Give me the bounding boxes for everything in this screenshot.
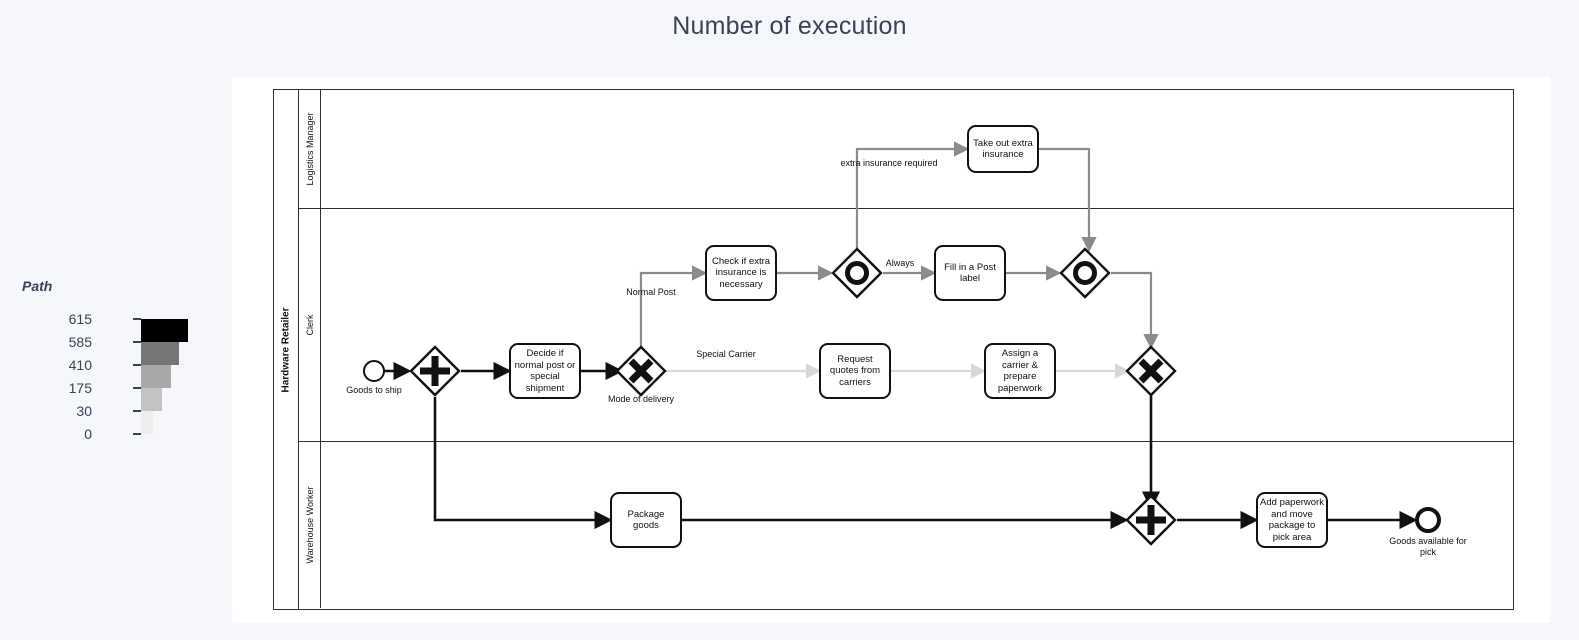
legend-swatch xyxy=(141,342,179,365)
legend-scale: 615 585 410 175 30 0 xyxy=(22,308,202,442)
task-check-insurance[interactable]: Check if extra insurance is necessary xyxy=(705,245,777,301)
legend-row: 410 xyxy=(22,357,202,388)
legend-tick-mark xyxy=(133,410,141,412)
legend-tick-mark xyxy=(133,364,141,366)
task-decide-shipment[interactable]: Decide if normal post or special shipmen… xyxy=(509,343,581,399)
legend-tick-mark xyxy=(133,433,141,435)
sequence-flows xyxy=(384,141,1418,530)
legend-swatch xyxy=(141,388,162,411)
task-package-goods[interactable]: Package goods xyxy=(610,492,682,548)
lane-header: Logistics Manager xyxy=(299,90,321,208)
legend-tick-mark xyxy=(133,387,141,389)
gateway-exclusive-join[interactable] xyxy=(1125,345,1177,397)
lane-divider xyxy=(299,441,1513,443)
legend-swatch xyxy=(141,319,188,342)
gateway-parallel-join[interactable] xyxy=(1125,494,1177,546)
legend: Path 615 585 410 175 30 0 xyxy=(22,278,202,442)
gateway-event-based-2[interactable] xyxy=(1059,247,1111,299)
legend-tick-mark xyxy=(133,341,141,343)
legend-tick-label: 585 xyxy=(68,334,92,350)
gateway-parallel-split[interactable] xyxy=(409,345,461,397)
legend-tick-label: 410 xyxy=(68,357,92,373)
start-event[interactable] xyxy=(363,360,385,382)
gateway-event-based-1[interactable] xyxy=(831,247,883,299)
legend-tick-mark xyxy=(133,318,141,320)
task-take-out-insurance[interactable]: Take out extra insurance xyxy=(967,125,1039,173)
gateway-mode-of-delivery-label: Mode of delivery xyxy=(607,394,675,404)
flow-label-special-carrier: Special Carrier xyxy=(696,349,756,359)
pool-hardware-retailer: Hardware Retailer Logistics Manager Cler… xyxy=(273,89,1514,610)
legend-swatch xyxy=(141,411,153,434)
legend-tick-label: 615 xyxy=(68,311,92,327)
task-fill-post-label[interactable]: Fill in a Post label xyxy=(934,245,1006,301)
lane-warehouse-worker: Warehouse Worker xyxy=(299,441,1513,608)
legend-title: Path xyxy=(22,278,53,294)
lane-divider xyxy=(299,208,1513,210)
legend-tick-label: 175 xyxy=(68,380,92,396)
task-assign-carrier[interactable]: Assign a carrier & prepare paperwork xyxy=(984,343,1056,399)
page-title: Number of execution xyxy=(672,12,907,40)
task-request-quotes[interactable]: Request quotes from carriers xyxy=(819,343,891,399)
legend-row: 30 xyxy=(22,403,202,434)
legend-swatch xyxy=(141,365,171,388)
bpmn-canvas: Hardware Retailer Logistics Manager Cler… xyxy=(232,77,1550,623)
lane-header: Warehouse Worker xyxy=(299,441,321,608)
pool-label-cell: Hardware Retailer xyxy=(274,90,299,609)
lane-logistics-manager: Logistics Manager xyxy=(299,90,1513,208)
legend-tick-label: 30 xyxy=(76,403,92,419)
flow-label-normal-post: Normal Post xyxy=(626,287,676,297)
task-add-paperwork[interactable]: Add paperwork and move package to pick a… xyxy=(1256,492,1328,548)
legend-tick-label: 0 xyxy=(84,426,92,442)
flow-label-always: Always xyxy=(885,258,915,268)
legend-row: 175 xyxy=(22,380,202,411)
lane-clerk: Clerk xyxy=(299,208,1513,441)
legend-row: 0 xyxy=(22,426,202,457)
gateway-mode-of-delivery[interactable] xyxy=(615,345,667,397)
legend-row: 615 xyxy=(22,311,202,342)
flow-label-extra-insurance-required: extra insurance required xyxy=(840,158,938,168)
end-event[interactable] xyxy=(1415,507,1441,533)
end-event-label: Goods available for pick xyxy=(1389,536,1467,557)
lane-header: Clerk xyxy=(299,208,321,441)
legend-row: 585 xyxy=(22,334,202,365)
start-event-label: Goods to ship xyxy=(346,385,402,395)
